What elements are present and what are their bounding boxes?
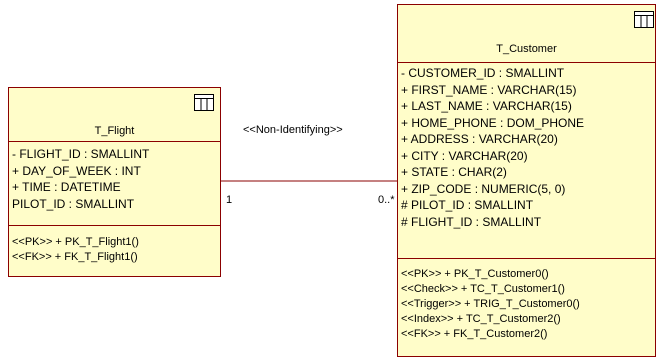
table-icon xyxy=(634,11,654,28)
entity-t-flight[interactable]: T_Flight - FLIGHT_ID : SMALLINT + DAY_OF… xyxy=(8,87,221,277)
attribute-row: + FIRST_NAME : VARCHAR(15) xyxy=(401,82,577,97)
operation-list: <<PK>> + PK_T_Customer0() <<Check>> + TC… xyxy=(398,259,655,342)
operation-row: <<Check>> + TC_T_Customer1() xyxy=(401,283,565,295)
attribute-row: + TIME : DATETIME xyxy=(12,180,121,194)
attribute-row: # PILOT_ID : SMALLINT xyxy=(401,198,534,212)
operation-row: <<Index>> + TC_T_Customer2() xyxy=(401,313,561,325)
relationship-stereotype-label: <<Non-Identifying>> xyxy=(243,124,343,136)
attribute-row: + ADDRESS : VARCHAR(20) xyxy=(401,132,558,146)
attribute-row: - CUSTOMER_ID : SMALLINT xyxy=(401,66,565,80)
attribute-row: PILOT_ID : SMALLINT xyxy=(12,196,135,211)
operation-row: <<PK>> + PK_T_Flight1() xyxy=(12,236,139,248)
entity-t-customer[interactable]: T_Customer - CUSTOMER_ID : SMALLINT + FI… xyxy=(397,4,656,357)
entity-header: T_Customer xyxy=(398,5,655,63)
attribute-row: + CITY : VARCHAR(20) xyxy=(401,148,528,163)
source-multiplicity-label: 1 xyxy=(226,194,233,206)
entity-header: T_Flight xyxy=(9,88,220,142)
attribute-list: - FLIGHT_ID : SMALLINT + DAY_OF_WEEK : I… xyxy=(9,142,220,226)
target-multiplicity-label: 0..* xyxy=(378,194,395,206)
table-icon xyxy=(194,94,214,111)
attribute-list: - CUSTOMER_ID : SMALLINT + FIRST_NAME : … xyxy=(398,63,655,259)
attribute-row: - FLIGHT_ID : SMALLINT xyxy=(12,147,150,161)
attribute-row: + DAY_OF_WEEK : INT xyxy=(12,163,141,178)
attribute-row: + STATE : CHAR(2) xyxy=(401,165,507,179)
attribute-row: + ZIP_CODE : NUMERIC(5, 0) xyxy=(401,181,566,196)
attribute-row: + LAST_NAME : VARCHAR(15) xyxy=(401,99,572,113)
entity-title: T_Flight xyxy=(94,125,135,137)
operation-row: <<FK>> + FK_T_Flight1() xyxy=(12,251,138,263)
operation-row: <<FK>> + FK_T_Customer2() xyxy=(401,328,548,340)
operation-list: <<PK>> + PK_T_Flight1() <<FK>> + FK_T_Fl… xyxy=(9,226,220,265)
entity-title: T_Customer xyxy=(496,43,557,55)
operation-row: <<PK>> + PK_T_Customer0() xyxy=(401,268,549,280)
attribute-row: + HOME_PHONE : DOM_PHONE xyxy=(401,115,585,130)
operation-row: <<Trigger>> + TRIG_T_Customer0() xyxy=(401,298,580,310)
attribute-row: # FLIGHT_ID : SMALLINT xyxy=(401,214,542,229)
